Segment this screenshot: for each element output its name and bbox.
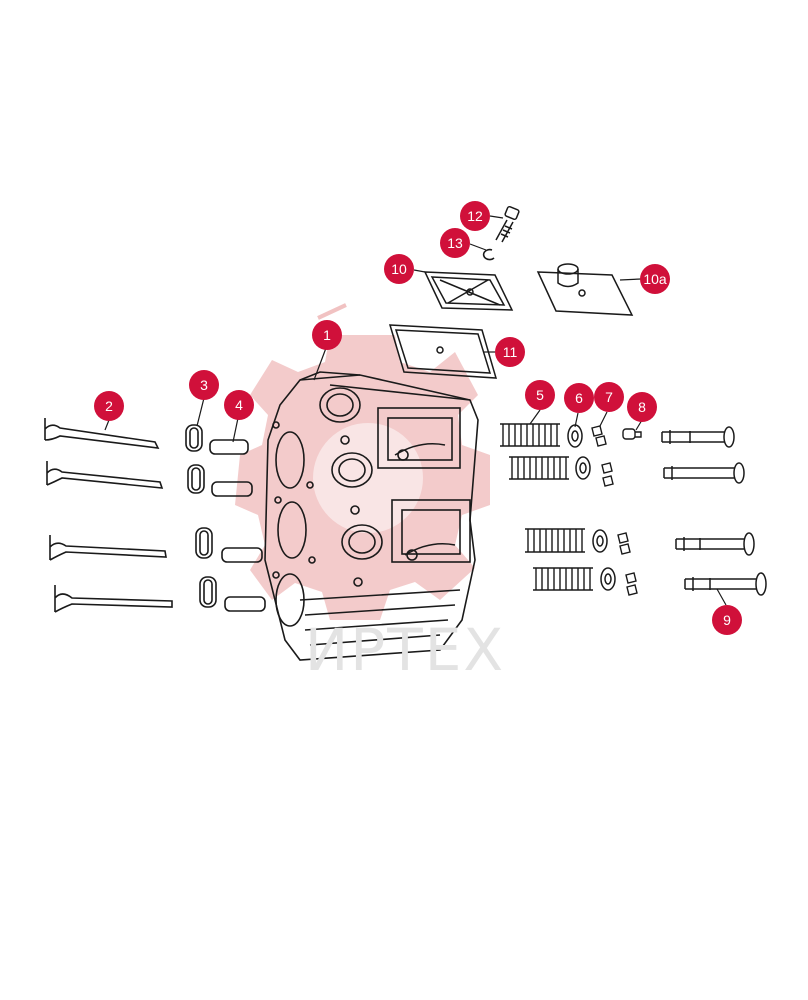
valve-caps xyxy=(622,428,642,440)
callout-10a[interactable]: 10a xyxy=(640,264,670,294)
callout-4[interactable]: 4 xyxy=(224,390,254,420)
callout-11[interactable]: 11 xyxy=(495,337,525,367)
rods xyxy=(661,426,767,596)
callout-13[interactable]: 13 xyxy=(440,228,470,258)
callout-3[interactable]: 3 xyxy=(189,370,219,400)
valve-guides xyxy=(209,439,266,612)
watermark-logo-outline xyxy=(317,303,347,320)
spring-retainers xyxy=(567,424,616,591)
cylinder-head xyxy=(264,371,479,661)
callout-1[interactable]: 1 xyxy=(312,320,342,350)
callout-10[interactable]: 10 xyxy=(384,254,414,284)
valves xyxy=(44,418,173,613)
cover-plate-with-boss xyxy=(536,263,634,316)
callout-7[interactable]: 7 xyxy=(594,382,624,412)
cover-plate xyxy=(423,271,514,311)
callout-2[interactable]: 2 xyxy=(94,391,124,421)
callout-6[interactable]: 6 xyxy=(564,383,594,413)
washer xyxy=(482,248,495,261)
valve-seat-inserts xyxy=(185,424,217,608)
watermark-text: ИРТЕХ xyxy=(304,616,506,684)
valve-springs xyxy=(500,423,593,591)
callout-12[interactable]: 12 xyxy=(460,201,490,231)
leader-lines xyxy=(104,215,727,606)
bolt xyxy=(495,205,520,243)
callout-5[interactable]: 5 xyxy=(525,380,555,410)
callout-8[interactable]: 8 xyxy=(627,392,657,422)
callout-9[interactable]: 9 xyxy=(712,605,742,635)
watermark-logo-hole xyxy=(313,423,423,533)
gasket xyxy=(388,324,498,379)
valve-keepers xyxy=(591,425,638,596)
